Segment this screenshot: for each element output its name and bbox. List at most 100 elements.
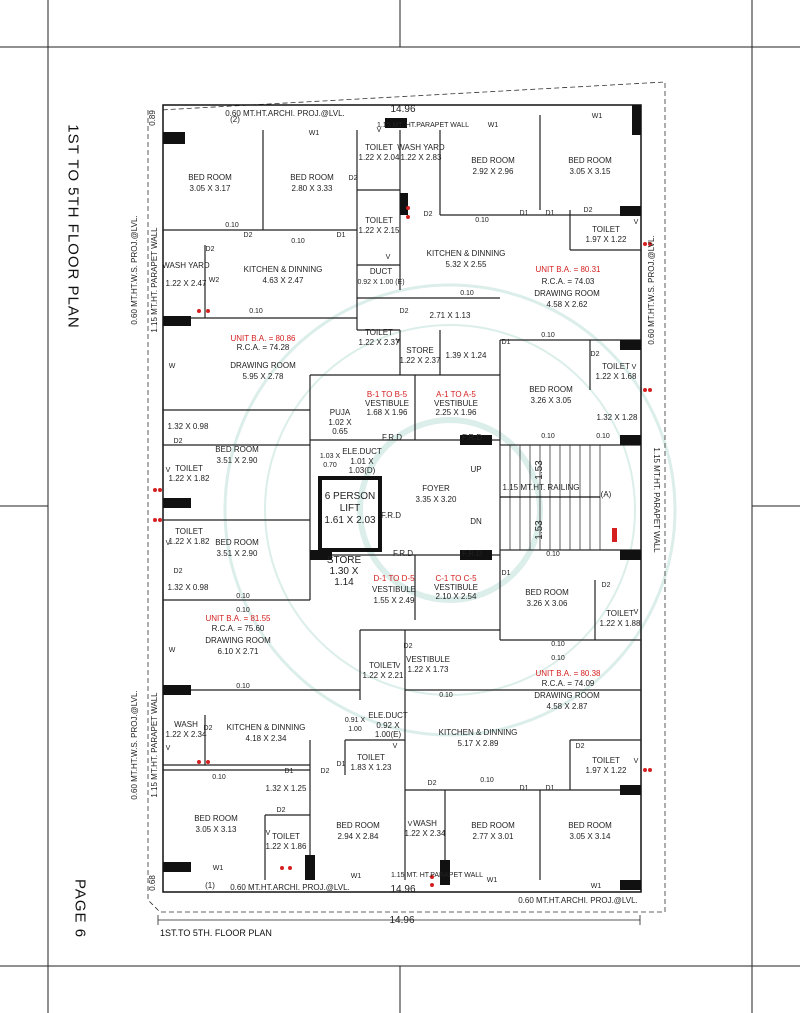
room-bed-bl2-name: BED ROOM <box>336 821 380 830</box>
page-title-text: 1ST TO 5TH FLOOR PLAN <box>64 124 82 329</box>
tag-d2-c: D2 <box>206 246 215 253</box>
tag-d1-b: D1 <box>520 210 529 217</box>
room-toilet-t1-name: TOILET <box>365 143 393 152</box>
room-bed-br2-size: 3.05 X 3.14 <box>570 832 611 841</box>
tag-v-n: V <box>408 821 413 828</box>
room-kitchen-br-size: 5.17 X 2.89 <box>458 739 499 748</box>
electric-points <box>153 206 652 887</box>
archi-proj-bottom-right: 0.60 MT.HT.ARCHI. PROJ.@LVL. <box>518 896 638 905</box>
plan-caption: 1ST.TO 5TH. FLOOR PLAN <box>160 928 272 938</box>
room-toilet-c2-name: TOILET <box>357 753 385 762</box>
dim-091: 0.91 X <box>345 717 366 724</box>
room-foyer-name: FOYER <box>422 484 450 493</box>
unit-2-name: UNIT B.A. = 80.31 <box>536 265 602 274</box>
tag-v-b: V <box>386 254 391 261</box>
room-bed-r1-size: 3.26 X 3.05 <box>531 396 572 405</box>
room-bed-r2-size: 3.26 X 3.06 <box>527 599 568 608</box>
tag-v-e: V <box>632 364 637 371</box>
room-drawing-tr-size: 4.58 X 2.62 <box>547 300 588 309</box>
room-ele-duct-b-size: 0.92 X <box>376 721 400 730</box>
room-bed-tl2-name: BED ROOM <box>290 173 334 182</box>
room-washyard-l-size: 1.22 X 2.47 <box>166 279 207 288</box>
room-puja-name: PUJA <box>330 408 351 417</box>
tag-d1-d: D1 <box>502 339 511 346</box>
tag-w1-a: W1 <box>309 130 320 137</box>
room-bed-l1-size: 3.51 X 2.90 <box>217 456 258 465</box>
room-store-c-size: 1.30 X <box>330 566 359 577</box>
room-bed-tl2-size: 2.80 X 3.33 <box>292 184 333 193</box>
room-wash-bl-name: WASH <box>174 720 198 729</box>
tag-v-f: V <box>166 467 171 474</box>
room-ele-duct-t-size2: 1.03(D) <box>349 466 376 475</box>
tag-d2-b: D2 <box>349 175 358 182</box>
tag-w-b: W <box>169 647 176 654</box>
tag-d2-o: D2 <box>277 807 286 814</box>
frd-4: F.R.D <box>393 549 413 558</box>
room-toilet-l2-name: TOILET <box>175 527 203 536</box>
room-toilet-c-size: 1.22 X 2.21 <box>363 671 404 680</box>
room-toilet-l1-name: TOILET <box>175 464 203 473</box>
top-width: 14.96 <box>390 104 415 115</box>
frd-2: F.R.D <box>462 433 482 442</box>
dim-103: 1.03 X <box>320 453 341 460</box>
room-drawing-bl-name: DRAWING ROOM <box>205 636 271 645</box>
unit-4-name: UNIT B.A. = 80.38 <box>536 669 602 678</box>
tag-w2: W2 <box>209 277 220 284</box>
room-bed-br2-name: BED ROOM <box>568 821 612 830</box>
tag-010-d: 0.10 <box>460 290 474 297</box>
vest-b-size: 1.68 X 1.96 <box>367 408 408 417</box>
stair-up: UP <box>470 465 481 474</box>
bottom-left-offset: 0.68 <box>148 875 157 891</box>
room-drawing-bl-size: 6.10 X 2.71 <box>218 647 259 656</box>
room-bed-l2-name: BED ROOM <box>215 538 259 547</box>
page-title: 1ST TO 5TH FLOOR PLAN <box>65 112 82 342</box>
tag-d1-a: D1 <box>337 232 346 239</box>
unit-1-rca: R.C.A. = 74.28 <box>237 343 290 352</box>
railing-note: 1.15 MT.HT. RAILING <box>503 483 580 492</box>
room-kitchen-tr-name: KITCHEN & DINNING <box>427 249 506 258</box>
vest-c-name: C-1 TO C-5 <box>435 574 477 583</box>
vest-c-sub: VESTIBULE <box>434 583 478 592</box>
tag-d1-e: D1 <box>502 570 511 577</box>
tag-v-m: V <box>266 830 271 837</box>
archi-proj-top: 0.60 MT.HT.ARCHI. PROJ.@LVL. <box>225 109 345 118</box>
tag-v-j: V <box>166 745 171 752</box>
tag-010-a: 0.10 <box>225 222 239 229</box>
tag-010-m: 0.10 <box>551 655 565 662</box>
dim-132-128: 1.32 X 1.28 <box>597 413 638 422</box>
tag-d1-g: D1 <box>520 785 529 792</box>
stair-dim-2: 1.53 <box>534 520 545 540</box>
tag-w1-g: W1 <box>591 883 602 890</box>
unit-4-rca: R.C.A. = 74.09 <box>542 679 595 688</box>
room-wash-bc-name: WASH <box>413 819 437 828</box>
room-toilet-t2-name: TOILET <box>365 216 393 225</box>
lift-shaft <box>318 476 382 552</box>
room-toilet-tr-size: 1.97 X 1.22 <box>586 235 627 244</box>
dim-100: 1.00 <box>348 726 362 733</box>
lift-size: 1.61 X 2.03 <box>324 515 376 526</box>
tag-v-g: V <box>166 540 171 547</box>
tag-w-a: W <box>169 363 176 370</box>
right-ws-proj: 0.60 MT.HT.W.S. PROJ.@LVL. <box>647 235 656 344</box>
room-ele-duct-b-name: ELE.DUCT <box>368 711 408 720</box>
room-drawing-tl-name: DRAWING ROOM <box>230 361 296 370</box>
projection-outline <box>147 81 666 913</box>
vest-d-sub: VESTIBULE <box>372 585 416 594</box>
room-foyer-size: 3.35 X 3.20 <box>416 495 457 504</box>
room-bed-br1-size: 2.77 X 3.01 <box>473 832 514 841</box>
room-labels: BED ROOM 3.05 X 3.17 BED ROOM 2.80 X 3.3… <box>162 143 641 851</box>
vest-c-size: 2.10 X 2.54 <box>436 592 477 601</box>
tag-d2-p: D2 <box>428 780 437 787</box>
vest-d-name: D-1 TO D-5 <box>373 574 415 583</box>
marker-a: (A) <box>601 490 612 499</box>
tag-d2-a: D2 <box>244 232 253 239</box>
frd-3: F.R.D <box>381 511 401 520</box>
room-toilet-c-name: TOILET <box>369 661 397 670</box>
tag-w1-b: W1 <box>488 122 499 129</box>
page-label: PAGE 6 <box>72 869 89 949</box>
room-toilet-bl-name: TOILET <box>272 832 300 841</box>
stair-dim: 1.53 <box>534 460 545 480</box>
vest-a-size: 2.25 X 1.96 <box>436 408 477 417</box>
parapet-bottom: 1.15 MT. HT.PARAPET WALL <box>391 872 483 879</box>
unit-1-name: UNIT B.A. = 80.86 <box>231 334 297 343</box>
